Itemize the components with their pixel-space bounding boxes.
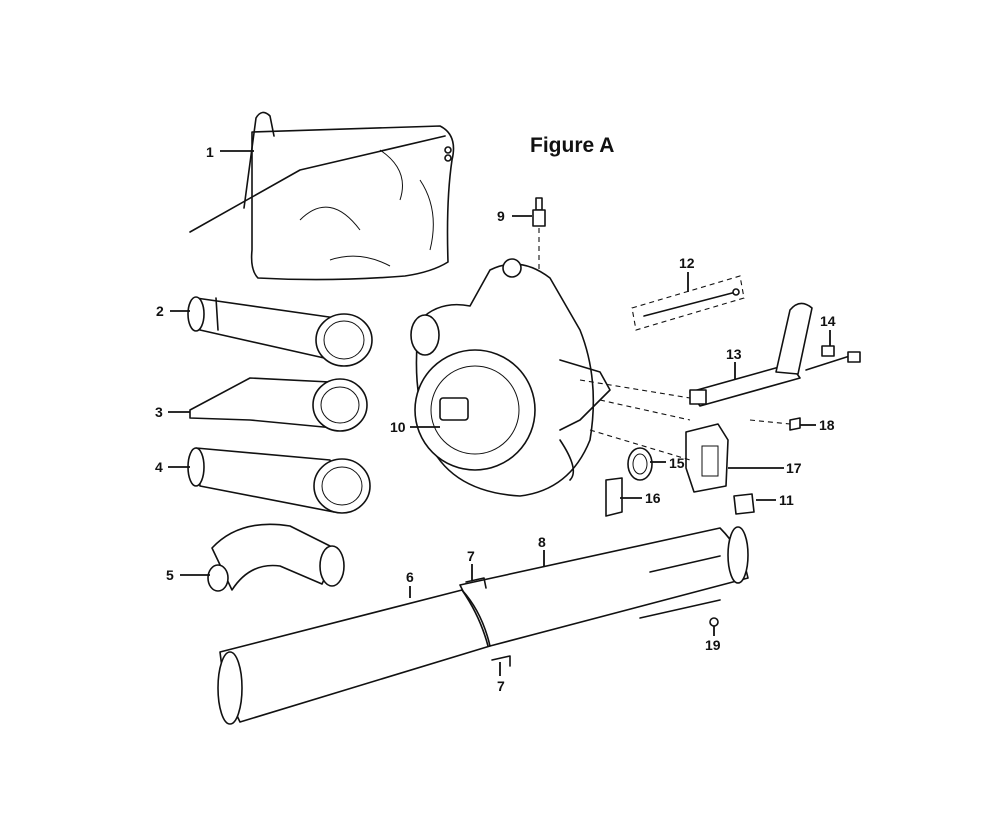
callout-4: 4	[155, 459, 163, 475]
callout-10: 10	[390, 419, 406, 435]
callout-16: 16	[645, 490, 661, 506]
leader-lines	[168, 150, 831, 676]
assembly-lines	[579, 379, 691, 461]
callout-15: 15	[669, 455, 685, 471]
callout-11: 11	[779, 492, 794, 508]
part-6-8-blower-tubes	[217, 526, 749, 725]
callout-7-bottom: 7	[497, 678, 505, 694]
part-12-throttle-cable	[631, 275, 745, 331]
part-19-screw	[709, 617, 719, 627]
part-2-tube	[187, 296, 373, 367]
part-1-vacuum-bag	[189, 111, 455, 281]
callout-5: 5	[166, 567, 174, 583]
callout-3: 3	[155, 404, 163, 420]
callout-7-top: 7	[467, 548, 475, 564]
callout-6: 6	[406, 569, 414, 585]
callout-9: 9	[497, 208, 505, 224]
part-13-handle	[689, 302, 861, 407]
engine-housing	[410, 258, 611, 497]
callout-12: 12	[679, 255, 695, 271]
callout-1: 1	[206, 144, 214, 160]
callout-14: 14	[820, 313, 836, 329]
part-9-spark-plug	[532, 197, 546, 272]
callouts: 1 2 3 4 5 6 7 7 8 9 10 11 12 13 14 15 16…	[155, 144, 836, 694]
callout-19: 19	[705, 637, 721, 653]
figure-title: Figure A	[530, 134, 614, 157]
callout-17: 17	[786, 460, 802, 476]
part-3-nozzle	[189, 377, 368, 432]
callout-2: 2	[156, 303, 164, 319]
callout-13: 13	[726, 346, 742, 362]
callout-18: 18	[819, 417, 835, 433]
part-16-plate	[605, 477, 623, 517]
part-17-air-filter-cover	[685, 423, 729, 493]
part-15-nut	[627, 447, 653, 481]
callout-8: 8	[538, 534, 546, 550]
part-11-filter	[733, 493, 755, 515]
part-4-tube	[187, 447, 371, 514]
part-5-elbow	[207, 523, 345, 592]
part-18-grommet	[749, 417, 801, 431]
